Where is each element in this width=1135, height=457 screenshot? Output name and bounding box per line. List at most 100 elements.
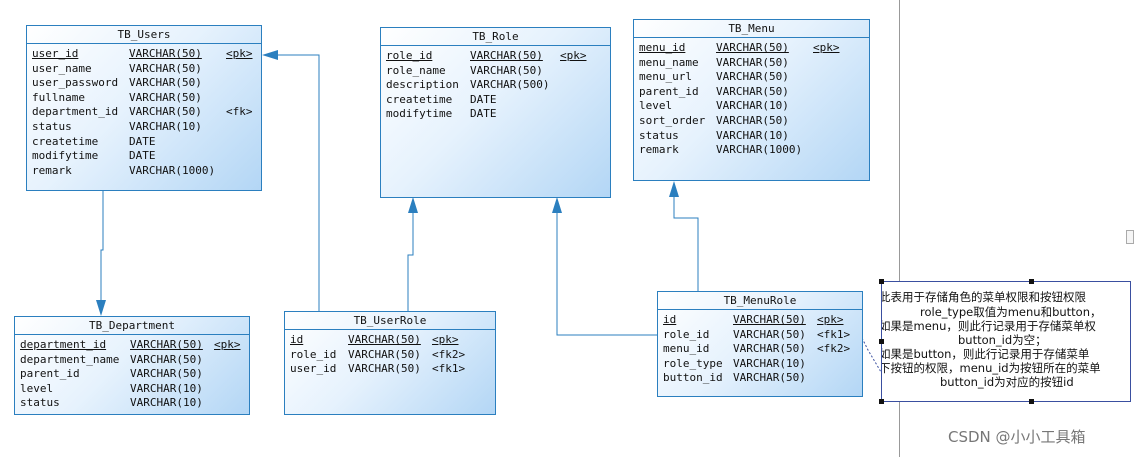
column-type: VARCHAR(50) bbox=[733, 342, 806, 356]
column-type: VARCHAR(10) bbox=[716, 99, 789, 113]
column-name: menu_id bbox=[639, 41, 686, 54]
column-type: VARCHAR(50) bbox=[733, 313, 806, 326]
column-name: status bbox=[32, 119, 72, 133]
column-name: status bbox=[20, 396, 60, 410]
column-row: modifytime DATE bbox=[386, 107, 610, 122]
watermark: CSDN @小小工具箱 bbox=[948, 428, 1086, 446]
comment-note[interactable]: 此表用于存储角色的菜单权限和按钮权限 role_type取值为menu和butt… bbox=[881, 281, 1131, 402]
column-type: VARCHAR(50) bbox=[348, 347, 421, 361]
column-name: modifytime bbox=[32, 149, 99, 163]
column-type: VARCHAR(50) bbox=[348, 362, 421, 376]
column-row: user_password VARCHAR(50) bbox=[32, 76, 261, 91]
column-name: remark bbox=[32, 163, 72, 177]
column-row: role_id VARCHAR(50) <fk1> bbox=[663, 328, 862, 343]
note-line: button_id为对应的按钮id bbox=[940, 375, 1074, 389]
arrowhead-department bbox=[96, 300, 106, 316]
column-type: VARCHAR(1000) bbox=[129, 163, 216, 177]
column-type: VARCHAR(500) bbox=[470, 78, 550, 92]
entity-title: TB_Role bbox=[381, 28, 610, 46]
column-type: VARCHAR(50) bbox=[470, 49, 543, 62]
column-name: user_password bbox=[32, 76, 119, 90]
column-type: VARCHAR(50) bbox=[130, 352, 203, 366]
column-type: VARCHAR(50) bbox=[733, 371, 806, 385]
column-type: VARCHAR(1000) bbox=[716, 143, 803, 157]
arrowhead-role-2 bbox=[552, 197, 562, 213]
note-line: 如果是menu，则此行记录用于存储菜单权 bbox=[881, 319, 1096, 333]
column-name: modifytime bbox=[386, 107, 453, 121]
column-type: VARCHAR(50) bbox=[129, 105, 202, 119]
column-type: VARCHAR(50) bbox=[733, 327, 806, 341]
column-row: department_name VARCHAR(50) bbox=[20, 353, 249, 368]
page-divider-lower bbox=[899, 402, 900, 457]
selection-handle[interactable] bbox=[1029, 399, 1034, 404]
column-type: VARCHAR(10) bbox=[130, 381, 203, 395]
column-type: VARCHAR(50) bbox=[130, 338, 203, 351]
selection-handle[interactable] bbox=[879, 399, 884, 404]
selection-handle[interactable] bbox=[1029, 279, 1034, 284]
column-type: VARCHAR(50) bbox=[470, 63, 543, 77]
column-name: role_id bbox=[386, 49, 433, 62]
column-name: level bbox=[20, 381, 54, 395]
note-line: role_type取值为menu和button， bbox=[920, 305, 1102, 319]
column-row: description VARCHAR(500) bbox=[386, 78, 610, 93]
column-type: VARCHAR(10) bbox=[733, 356, 806, 370]
selection-handle[interactable] bbox=[879, 279, 884, 284]
column-name: department_id bbox=[32, 105, 119, 119]
entity-title: TB_Menu bbox=[634, 20, 869, 38]
column-name: description bbox=[386, 78, 459, 92]
page-divider bbox=[899, 0, 900, 282]
column-type: VARCHAR(50) bbox=[716, 84, 789, 98]
column-name: status bbox=[639, 128, 679, 142]
column-row: role_name VARCHAR(50) bbox=[386, 64, 610, 79]
column-key: <fk1> bbox=[817, 327, 851, 341]
column-name: id bbox=[663, 313, 677, 326]
column-name: fullname bbox=[32, 90, 85, 104]
column-type: VARCHAR(50) bbox=[129, 76, 202, 90]
column-name: createtime bbox=[32, 134, 99, 148]
note-line: 如果是button，则此行记录用于存储菜单 bbox=[881, 347, 1090, 361]
column-name: role_id bbox=[663, 327, 710, 341]
column-row: level VARCHAR(10) bbox=[20, 382, 249, 397]
column-type: VARCHAR(50) bbox=[348, 333, 421, 346]
column-name: role_name bbox=[386, 63, 446, 77]
arrowhead-role-1 bbox=[408, 197, 418, 213]
column-key: <pk> bbox=[432, 333, 459, 346]
column-type: DATE bbox=[470, 107, 497, 121]
note-link bbox=[861, 337, 882, 373]
column-type: VARCHAR(50) bbox=[129, 61, 202, 75]
column-name: sort_order bbox=[639, 113, 706, 127]
column-name: parent_id bbox=[20, 367, 80, 381]
column-type: DATE bbox=[470, 92, 497, 106]
selection-handle[interactable] bbox=[879, 339, 884, 344]
scrollbar-handle[interactable] bbox=[1126, 230, 1134, 244]
column-row: remark VARCHAR(1000) bbox=[32, 164, 261, 179]
arrowhead-users bbox=[262, 50, 278, 60]
column-name: menu_id bbox=[663, 342, 710, 356]
column-name: department_name bbox=[20, 352, 120, 366]
column-name: department_id bbox=[20, 338, 107, 351]
